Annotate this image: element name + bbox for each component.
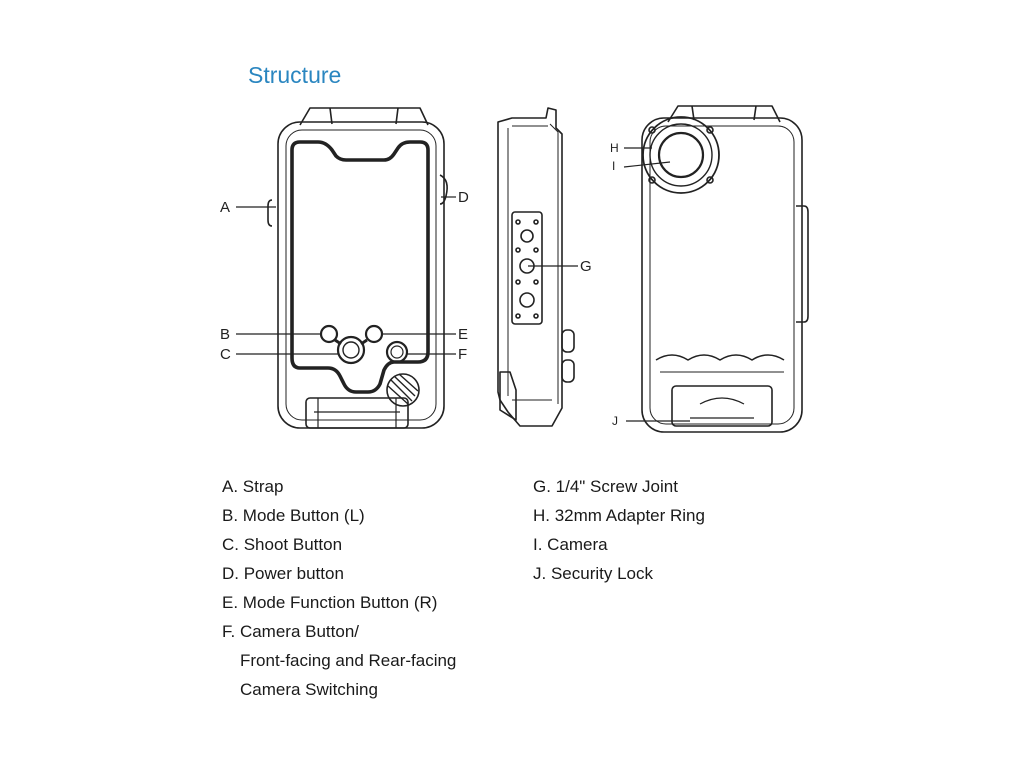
legend-item-j: J. Security Lock: [533, 564, 653, 583]
legend-item-f-line3: Camera Switching: [240, 680, 378, 699]
callout-g: G: [580, 258, 592, 275]
camera-button: [385, 340, 409, 364]
callout-h: H: [610, 141, 619, 155]
security-lock-dial: [386, 373, 420, 407]
back-callout-lines: [623, 147, 690, 422]
legend-item-d: D. Power button: [222, 564, 344, 583]
callout-f: F: [458, 346, 467, 363]
legend-item-h: H. 32mm Adapter Ring: [533, 506, 705, 525]
legend-item-g: G. 1/4" Screw Joint: [533, 477, 678, 496]
legend-item-e: E. Mode Function Button (R): [222, 593, 438, 612]
front-callout-lines: [236, 196, 456, 355]
front-view: [267, 107, 448, 429]
legend-item-a: A. Strap: [222, 477, 284, 496]
legend-right: G. 1/4" Screw Joint H. 32mm Adapter Ring…: [533, 472, 705, 588]
callout-j: J: [612, 414, 618, 428]
page-title: Structure: [248, 62, 342, 88]
screw-joint-plate: [511, 211, 543, 325]
legend-item-i: I. Camera: [533, 535, 608, 554]
camera-lens: [657, 131, 705, 179]
side-view: [497, 107, 578, 427]
legend-item-f: F. Camera Button/: [222, 622, 360, 641]
legend-item-c: C. Shoot Button: [222, 535, 343, 554]
callout-b: B: [220, 326, 230, 343]
adapter-ring: [642, 116, 720, 194]
legend-left: A. Strap B. Mode Button (L) C. Shoot But…: [222, 472, 456, 704]
shoot-button: [336, 335, 366, 365]
back-view: [641, 105, 809, 433]
callout-e: E: [458, 326, 468, 343]
legend-item-b: B. Mode Button (L): [222, 506, 365, 525]
callout-d: D: [458, 189, 469, 206]
legend-item-f-line2: Front-facing and Rear-facing: [240, 651, 457, 670]
callout-i: I: [612, 159, 615, 173]
mode-function-button-right: [364, 324, 384, 344]
callout-a: A: [220, 199, 230, 216]
callout-c: C: [220, 346, 231, 363]
mode-button-left: [319, 324, 339, 344]
